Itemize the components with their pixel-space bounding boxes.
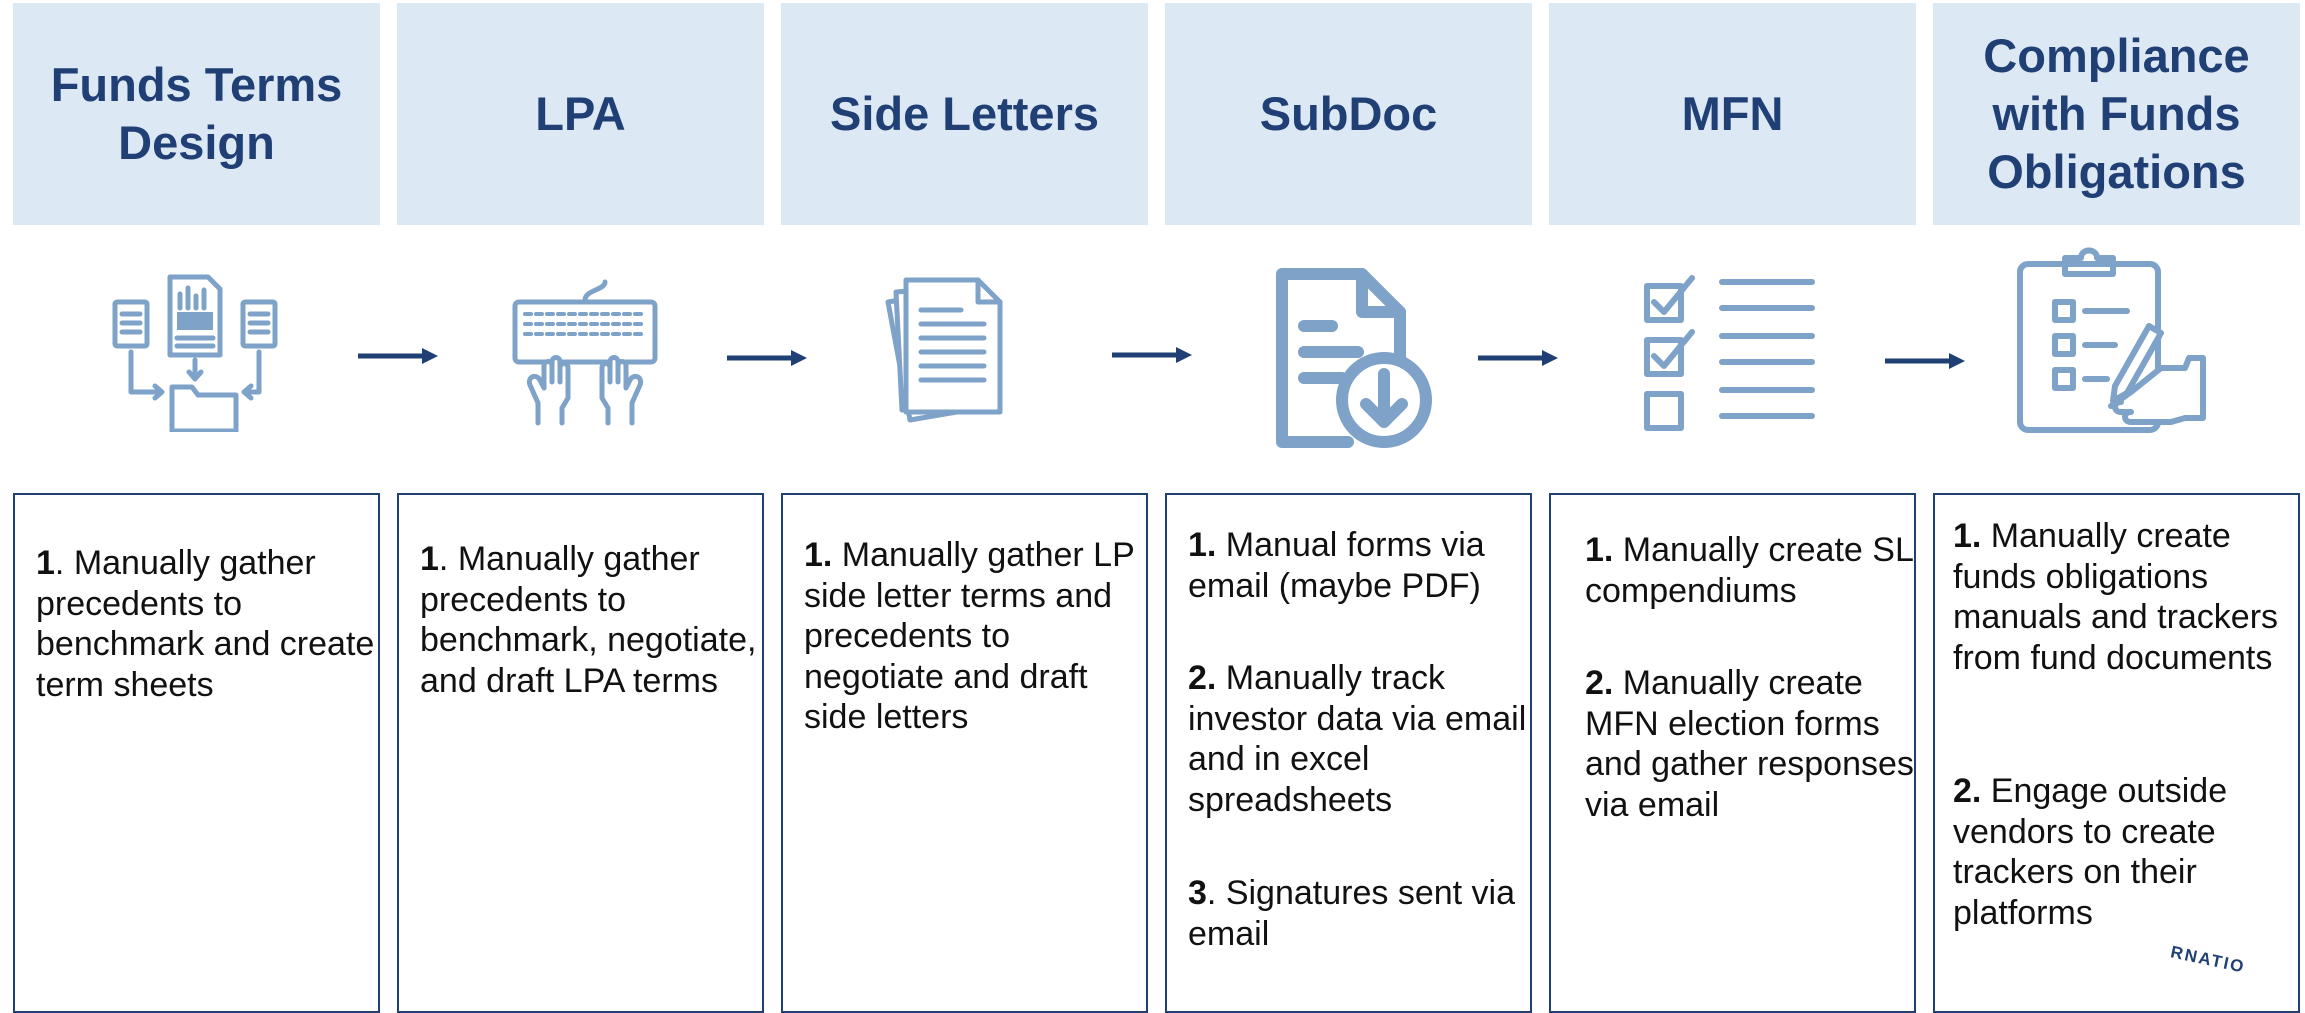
stage-title: MFN bbox=[1681, 87, 1784, 140]
flow-arrow-5 bbox=[1885, 351, 1967, 376]
step-text: Manual forms via email (maybe PDF) bbox=[1188, 526, 1485, 605]
step-text: Manually gather LP side letter terms and… bbox=[804, 536, 1135, 736]
document-stack-icon bbox=[866, 268, 1046, 448]
keyboard-typing-icon bbox=[510, 278, 660, 428]
clipboard-signing-icon bbox=[2015, 246, 2210, 436]
step-number-sep: . bbox=[438, 540, 449, 578]
flow-arrow-1 bbox=[358, 346, 440, 371]
step-item: 1. Manually gather precedents to benchma… bbox=[36, 543, 376, 705]
step-text: Manually create funds obligations manual… bbox=[1953, 517, 2279, 677]
step-text: Manually gather precedents to benchmark … bbox=[36, 544, 375, 704]
stage-header-mfn: MFN bbox=[1549, 3, 1916, 225]
stage-title: LPA bbox=[535, 87, 626, 140]
stage-title: Funds Terms Design bbox=[50, 58, 343, 169]
step-text: Engage outside vendors to create tracker… bbox=[1953, 772, 2228, 932]
step-number: 2. bbox=[1953, 772, 1982, 810]
stage-box-funds-terms-design: 1. Manually gather precedents to benchma… bbox=[13, 493, 380, 1013]
step-number: 1 bbox=[420, 540, 439, 578]
step-text: Manually track investor data via email a… bbox=[1188, 659, 1527, 819]
stage-box-compliance: 1. Manually create funds obligations man… bbox=[1933, 493, 2300, 1013]
step-item: 2. Engage outside vendors to create trac… bbox=[1953, 771, 2293, 933]
step-number: 3 bbox=[1188, 874, 1207, 912]
stage-header-funds-terms-design: Funds Terms Design bbox=[13, 3, 380, 225]
step-number-sep: . bbox=[1206, 874, 1217, 912]
stage-header-lpa: LPA bbox=[397, 3, 764, 225]
step-item: 1. Manual forms via email (maybe PDF) bbox=[1188, 525, 1528, 606]
step-number-sep: . bbox=[54, 544, 65, 582]
step-number: 1. bbox=[804, 536, 833, 574]
step-number: 1. bbox=[1188, 526, 1217, 564]
step-text: Manually create MFN election forms and g… bbox=[1585, 664, 1914, 824]
step-item: 1. Manually gather precedents to benchma… bbox=[420, 539, 760, 701]
checklist-icon bbox=[1642, 264, 1822, 434]
step-number: 2. bbox=[1585, 664, 1614, 702]
flow-arrow-3 bbox=[1112, 345, 1194, 370]
stage-header-side-letters: Side Letters bbox=[781, 3, 1148, 225]
step-text: Signatures sent via email bbox=[1188, 874, 1515, 953]
flow-arrow-4 bbox=[1478, 348, 1560, 373]
stage-box-subdoc: 1. Manual forms via email (maybe PDF) 2.… bbox=[1165, 493, 1532, 1013]
step-text: Manually create SL compendiums bbox=[1585, 531, 1913, 610]
step-item: 1. Manually create funds obligations man… bbox=[1953, 516, 2293, 678]
stage-box-lpa: 1. Manually gather precedents to benchma… bbox=[397, 493, 764, 1013]
documents-to-folder-icon bbox=[110, 272, 290, 432]
document-download-icon bbox=[1268, 262, 1440, 454]
stage-title: Side Letters bbox=[829, 87, 1100, 140]
stage-header-subdoc: SubDoc bbox=[1165, 3, 1532, 225]
step-item: 2. Manually track investor data via emai… bbox=[1188, 658, 1528, 820]
step-item: 1. Manually gather LP side letter terms … bbox=[804, 535, 1144, 738]
stage-title: SubDoc bbox=[1259, 87, 1438, 140]
step-text: Manually gather precedents to benchmark,… bbox=[420, 540, 757, 700]
step-number: 1. bbox=[1585, 531, 1614, 569]
step-number: 1 bbox=[36, 544, 55, 582]
flow-arrow-2 bbox=[727, 348, 809, 373]
step-item: 2. Manually create MFN election forms an… bbox=[1585, 663, 1915, 825]
stage-box-side-letters: 1. Manually gather LP side letter terms … bbox=[781, 493, 1148, 1013]
stage-header-compliance: Compliance with Funds Obligations bbox=[1933, 3, 2300, 225]
step-item: 3. Signatures sent via email bbox=[1188, 873, 1528, 954]
step-number: 1. bbox=[1953, 517, 1982, 555]
stage-title: Compliance with Funds Obligations bbox=[1983, 29, 2250, 198]
stage-box-mfn: 1. Manually create SL compendiums 2. Man… bbox=[1549, 493, 1916, 1013]
step-item: 1. Manually create SL compendiums bbox=[1585, 530, 1915, 611]
step-number: 2. bbox=[1188, 659, 1217, 697]
